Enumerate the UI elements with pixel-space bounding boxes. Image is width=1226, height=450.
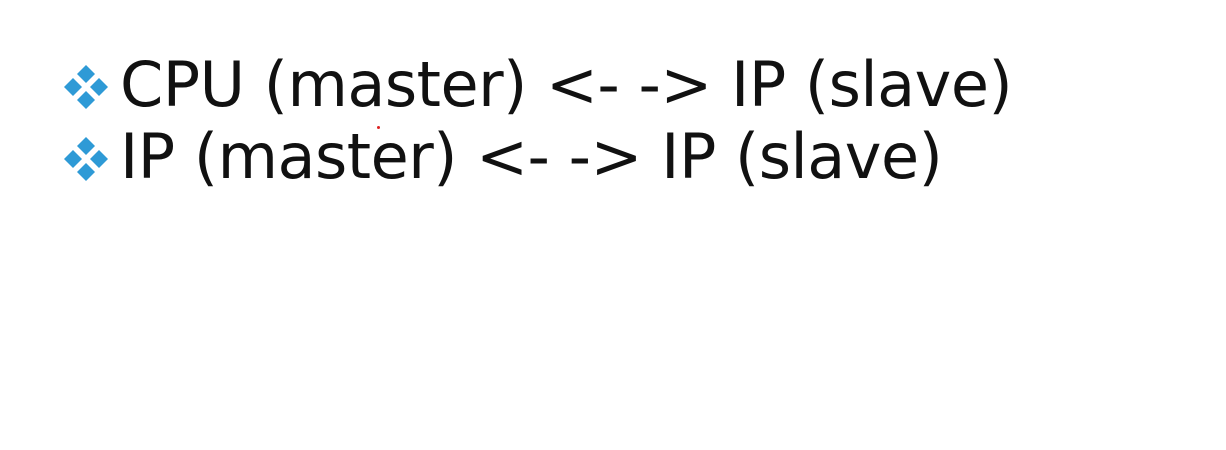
bullet-item: CPU (master) <- -> IP (slave) — [62, 42, 1013, 128]
cursor-dot — [377, 126, 380, 129]
bullet-text: CPU (master) <- -> IP (slave) — [120, 48, 1013, 121]
bullet-item: IP (master) <- -> IP (slave) — [62, 114, 1012, 200]
four-diamond-bullet-icon — [62, 135, 110, 183]
bullet-list: CPU (master) <- -> IP (slave) IP (master… — [62, 42, 1013, 188]
four-diamond-bullet-icon — [62, 63, 110, 111]
bullet-text: IP (master) <- -> IP (slave) — [120, 120, 943, 193]
